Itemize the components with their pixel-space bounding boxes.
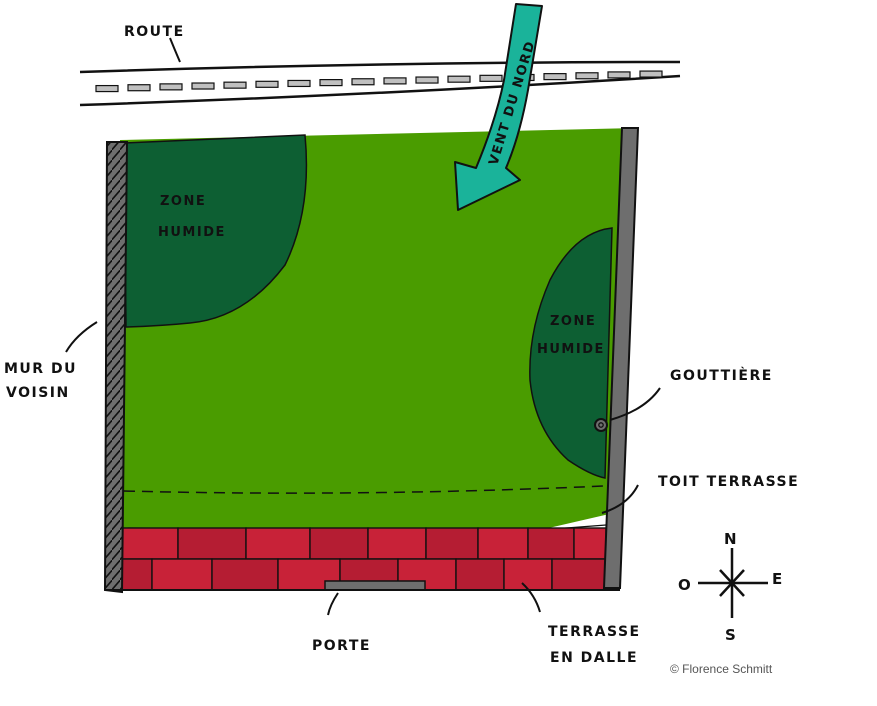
brick [573, 527, 607, 560]
brick [455, 558, 505, 591]
brick [367, 527, 427, 560]
compass-east: E [772, 570, 784, 588]
door [324, 580, 426, 591]
road-dash [319, 78, 343, 87]
terrace-label-line1: TERRASSE [548, 624, 641, 640]
road-dash [223, 81, 247, 89]
brick-terrace [121, 527, 607, 591]
brick [551, 558, 607, 591]
terrace-label-line2: EN DALLE [550, 650, 638, 666]
brick [121, 527, 179, 560]
roof-terrace-line [123, 485, 605, 494]
brick [211, 558, 279, 591]
road-dash [95, 84, 119, 93]
road-dash [447, 75, 471, 83]
road-dash [191, 82, 215, 90]
road-label: ROUTE [124, 24, 185, 40]
road-dash [383, 77, 407, 85]
road-dash [415, 76, 439, 84]
wet-zone-2-label-line2: HUMIDE [537, 342, 605, 357]
terrace-bricks [121, 527, 607, 591]
wet-zone-1-label-line2: HUMIDE [158, 225, 226, 240]
brick [527, 527, 575, 560]
road-dash [575, 72, 599, 80]
wind-arrow [454, 3, 543, 211]
brick [177, 527, 247, 560]
road-dash [287, 79, 311, 88]
compass-north: N [724, 530, 738, 548]
wet-zone-top-left [123, 134, 308, 328]
wet-zone-2-label-line1: ZONE [550, 314, 596, 329]
brick [425, 527, 479, 560]
wet-zone-1-label-line1: ZONE [160, 194, 206, 209]
road-dash [159, 83, 183, 91]
brick [309, 527, 369, 560]
compass-west: O [678, 576, 692, 594]
road-dash [127, 84, 151, 92]
road-dash [351, 78, 375, 86]
brick [503, 558, 553, 591]
door-label: PORTE [312, 638, 371, 654]
wet-zone-right [529, 227, 613, 479]
road-dash [639, 70, 663, 78]
roof-terrace-label: TOIT TERRASSE [658, 474, 799, 490]
road-dash [607, 71, 631, 79]
neighbor-wall [103, 141, 129, 594]
brick [121, 558, 153, 591]
brick [245, 527, 311, 560]
road-dash [543, 73, 567, 81]
road-dash [479, 74, 503, 82]
road-dash [255, 80, 279, 88]
compass-south: S [725, 626, 737, 644]
credit-text: © Florence Schmitt [670, 662, 773, 676]
gutter-pipe [594, 418, 608, 432]
neighbor-wall-label-line1: MUR DU [4, 361, 77, 377]
road [79, 37, 681, 107]
gutter-label: GOUTTIÈRE [670, 367, 773, 384]
brick [477, 527, 529, 560]
compass: N S E O [678, 530, 784, 644]
neighbor-wall-label-line2: VOISIN [6, 385, 70, 401]
brick [151, 558, 213, 591]
right-wall [602, 127, 640, 589]
